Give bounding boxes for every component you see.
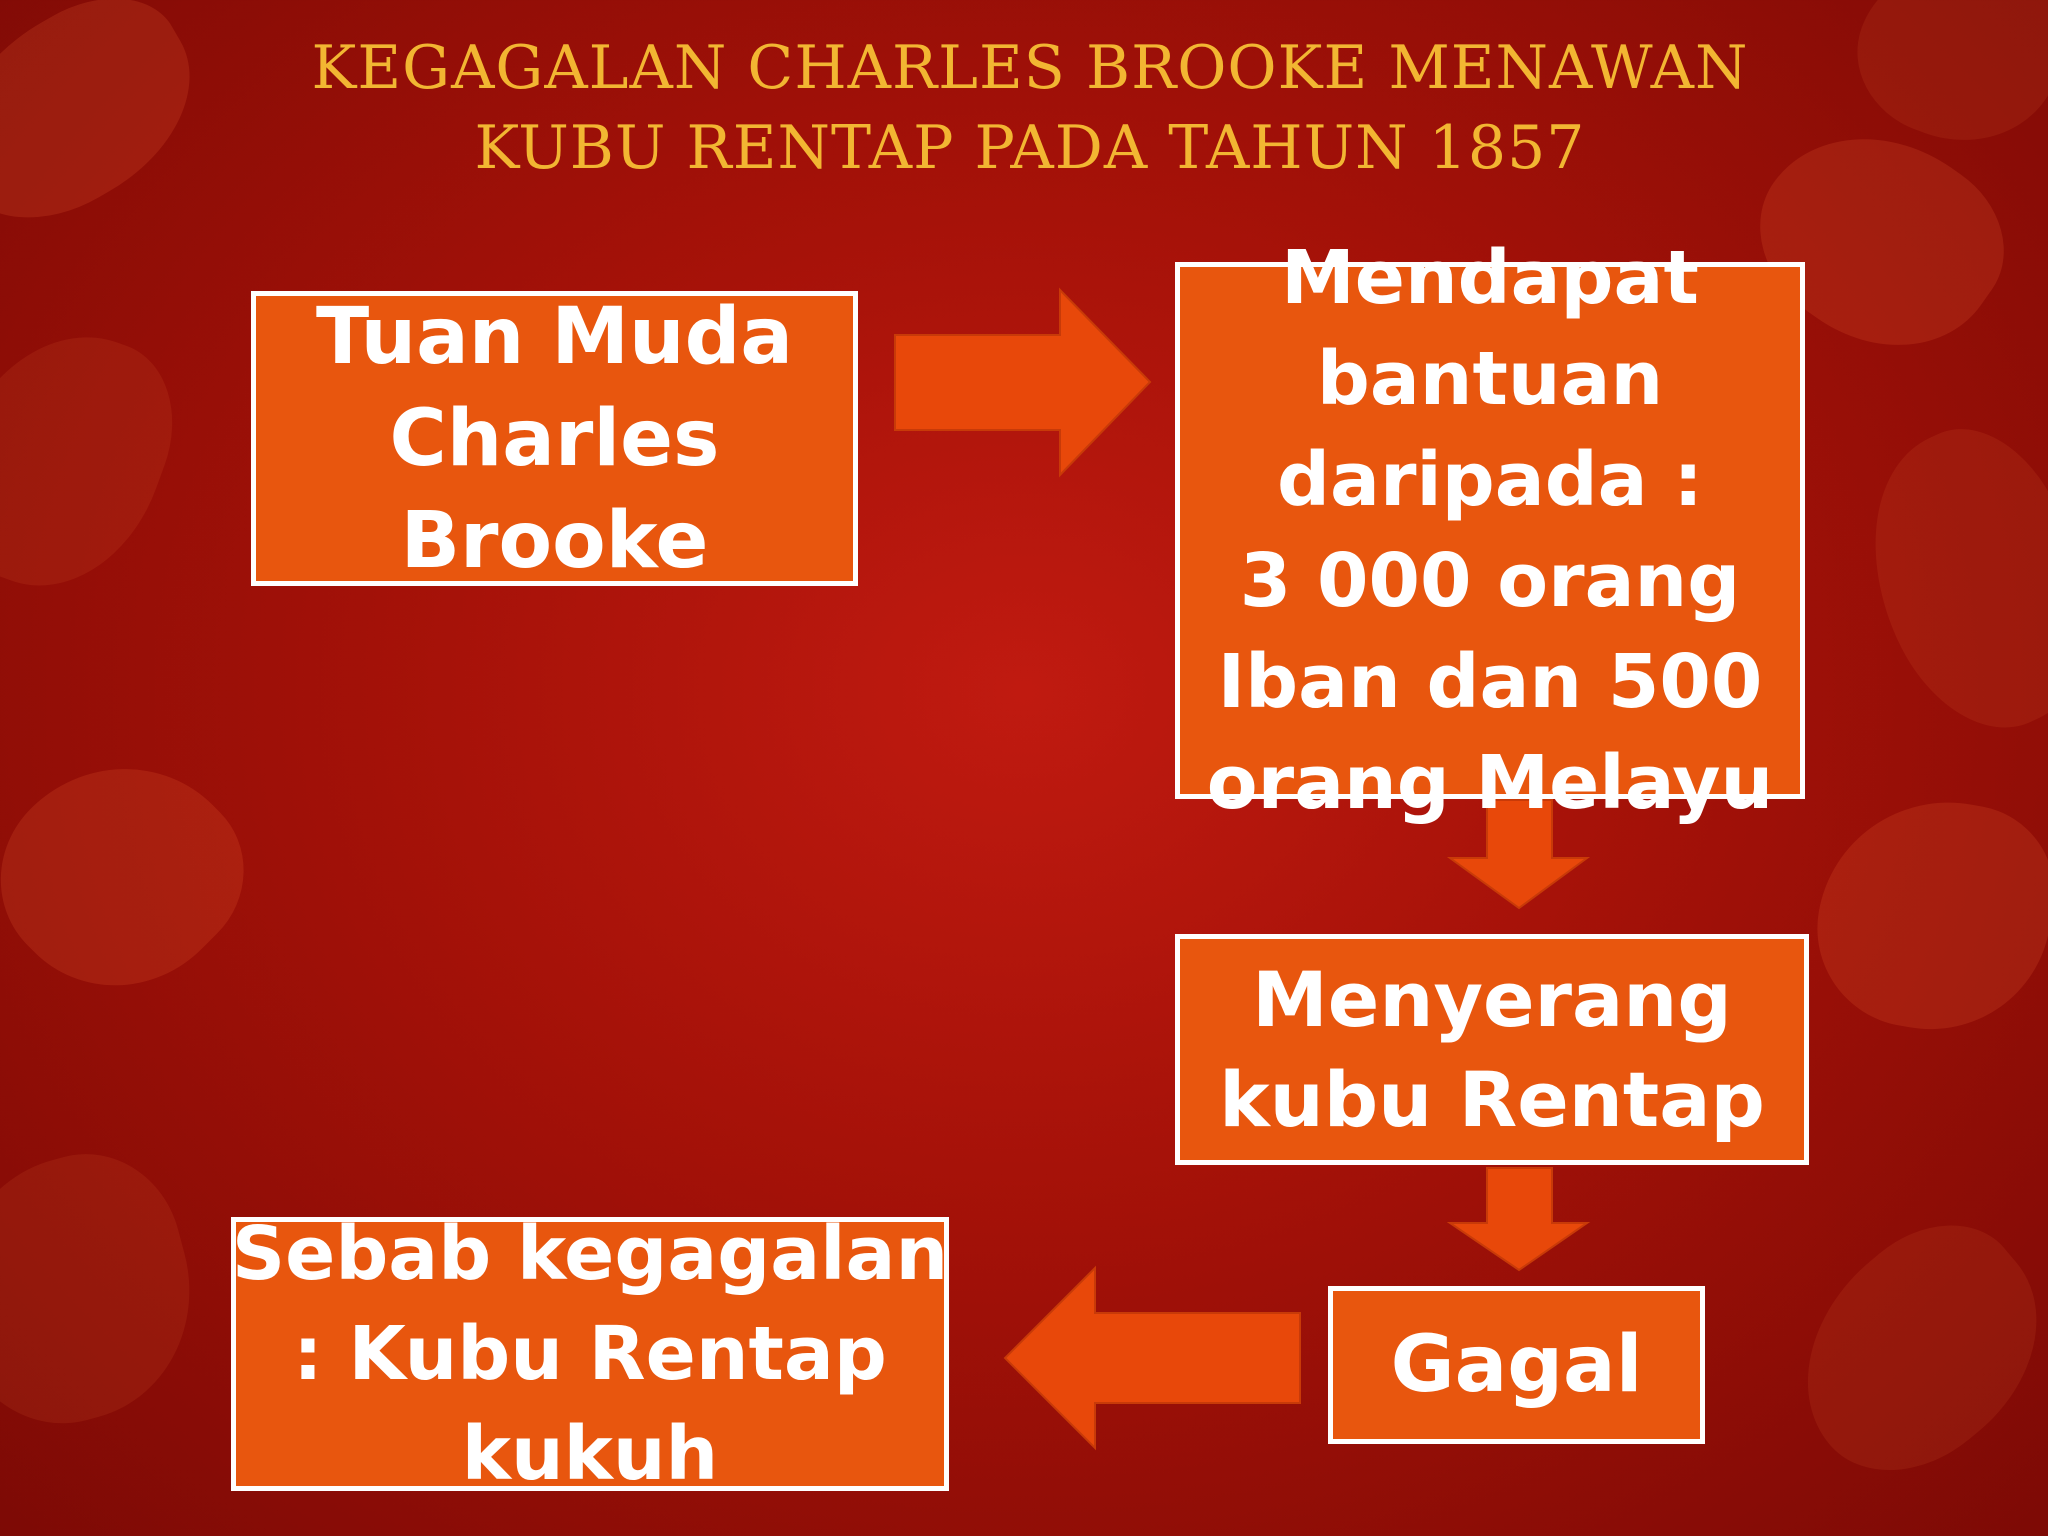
box-text-line: kubu Rentap [1219,1054,1765,1144]
background-leaf-decoration [0,715,280,1035]
box-text-line: Mendapat [1281,234,1699,321]
background-leaf-decoration [0,0,228,253]
background-leaf-decoration [1756,1189,2048,1511]
down-arrow [1446,1167,1591,1272]
box-text-line: Gagal [1390,1320,1643,1410]
box-text-line: 3 000 orang [1239,537,1741,624]
box-mendapat-bantuan: Mendapat bantuan daripada : 3 000 orang … [1175,235,1805,826]
box-text-line: Sebab kegagalan [231,1211,949,1297]
background-leaf-decoration [0,1133,220,1447]
box-gagal: Gagal [1328,1286,1705,1444]
slide-title-line-1: KEGAGALAN CHARLES BROOKE MENAWAN [311,33,1749,103]
box-text-line: Brooke [400,495,709,586]
box-text-line: Iban dan 500 [1217,638,1763,725]
box-text-line: orang Melayu [1206,739,1774,826]
background-leaf-decoration [0,303,199,617]
box-text-line: Charles [389,393,720,484]
box-text-line: : Kubu Rentap [293,1311,887,1397]
left-arrow [1003,1265,1301,1451]
box-menyerang-kubu-rentap: Menyerang kubu Rentap [1175,934,1809,1165]
box-tuan-muda-charles-brooke: Tuan Muda Charles Brooke [251,291,858,586]
box-text-line: daripada : [1277,436,1703,523]
box-text-line: kukuh [461,1411,719,1497]
down-arrow [1446,799,1591,910]
background-leaf-decoration [1825,401,2048,759]
slide-title: KEGAGALAN CHARLES BROOKE MENAWAN KUBU RE… [240,28,1820,188]
box-text-line: Tuan Muda [315,291,794,382]
right-arrow [894,287,1152,478]
box-text-line: Menyerang [1252,954,1732,1044]
box-sebab-kegagalan: Sebab kegagalan : Kubu Rentap kukuh [231,1211,949,1497]
box-text-line: bantuan [1316,335,1664,422]
slide-title-line-2: KUBU RENTAP PADA TAHUN 1857 [474,113,1586,183]
background-leaf-decoration [1801,781,2048,1049]
